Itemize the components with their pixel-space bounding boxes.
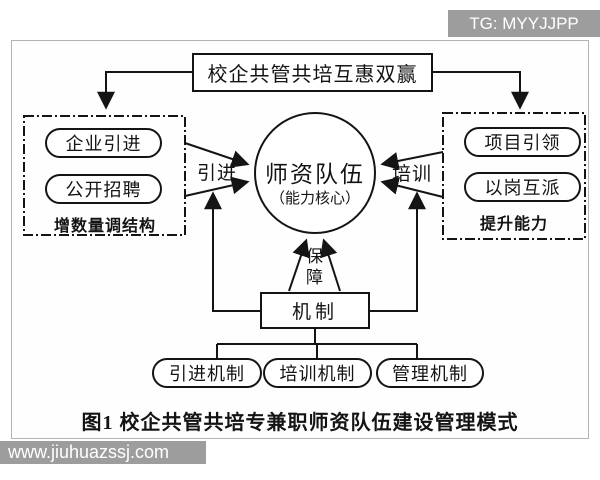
guarantee-arrow-label: 保障 — [306, 247, 323, 287]
pill-training-mechanism: 培训机制 — [263, 358, 372, 388]
pill-enterprise-introduction: 企业引进 — [45, 128, 162, 158]
pill-project-leading: 项目引领 — [464, 127, 581, 157]
left-group-caption: 增数量调结构 — [53, 218, 156, 235]
center-circle-subtitle: （能力核心） — [269, 191, 360, 207]
center-circle — [254, 112, 376, 234]
right-group-caption: 提升能力 — [479, 216, 548, 233]
training-arrow-label: 培训 — [391, 164, 432, 185]
pill-management-mechanism: 管理机制 — [376, 358, 484, 388]
center-circle-title: 师资队伍 — [265, 162, 365, 187]
figure-caption: 图1 校企共管共培专兼职师资队伍建设管理模式 — [81, 412, 519, 434]
watermark-bottom-left: www.jiuhuazssj.com — [0, 441, 206, 464]
watermark-top-right: TG: MYYJJPP — [448, 10, 600, 37]
mechanism-box: 机制 — [260, 292, 370, 329]
title-box: 校企共管共培互惠双赢 — [192, 53, 433, 92]
pill-post-exchange: 以岗互派 — [464, 172, 581, 202]
introduce-arrow-label: 引进 — [196, 163, 237, 184]
left-group-box — [23, 115, 186, 236]
pill-public-recruitment: 公开招聘 — [45, 174, 162, 204]
pill-introduction-mechanism: 引进机制 — [152, 358, 262, 388]
right-group-box — [442, 112, 586, 240]
